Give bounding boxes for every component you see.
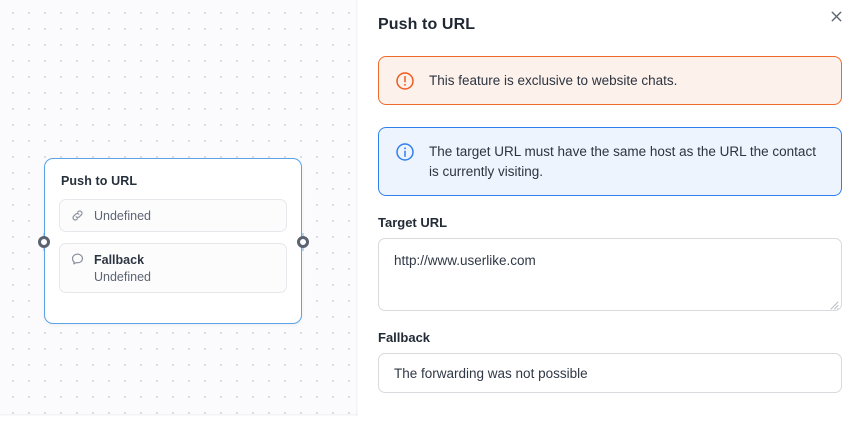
flow-canvas[interactable]: Push to URL Undefined bbox=[0, 0, 358, 416]
fallback-label: Fallback bbox=[378, 330, 431, 345]
target-url-field-wrap bbox=[378, 238, 842, 311]
flow-node-row-label: Fallback bbox=[94, 252, 145, 267]
flow-node-row-sublabel: Undefined bbox=[94, 270, 151, 284]
flow-node-row-fallback[interactable]: Fallback Undefined bbox=[59, 243, 287, 293]
target-url-label: Target URL bbox=[378, 215, 448, 230]
canvas-bottom-edge bbox=[0, 414, 358, 416]
info-alert: The target URL must have the same host a… bbox=[378, 127, 842, 196]
flow-node-row-target-url[interactable]: Undefined bbox=[59, 199, 287, 232]
link-icon bbox=[70, 208, 85, 223]
canvas-right-edge bbox=[356, 0, 358, 416]
close-button[interactable] bbox=[822, 5, 850, 33]
exclamation-circle-icon bbox=[395, 71, 415, 91]
flow-node-row-label: Undefined bbox=[94, 208, 151, 223]
warning-alert-text: This feature is exclusive to website cha… bbox=[429, 73, 678, 88]
warning-alert: This feature is exclusive to website cha… bbox=[378, 56, 842, 105]
panel-header: Push to URL bbox=[378, 0, 842, 34]
flow-node-push-to-url[interactable]: Push to URL Undefined bbox=[44, 158, 302, 324]
output-handle[interactable] bbox=[297, 236, 309, 248]
info-alert-text: The target URL must have the same host a… bbox=[429, 144, 816, 179]
chat-bubble-icon bbox=[70, 252, 85, 267]
settings-panel: Push to URL This feature is exclusive to… bbox=[358, 0, 862, 429]
target-url-input[interactable] bbox=[378, 238, 842, 311]
close-icon bbox=[828, 8, 845, 30]
fallback-input[interactable] bbox=[378, 353, 842, 393]
input-handle[interactable] bbox=[38, 236, 50, 248]
page-title: Push to URL bbox=[378, 16, 476, 33]
info-circle-icon bbox=[395, 142, 415, 162]
flow-node-title: Push to URL bbox=[61, 174, 138, 188]
